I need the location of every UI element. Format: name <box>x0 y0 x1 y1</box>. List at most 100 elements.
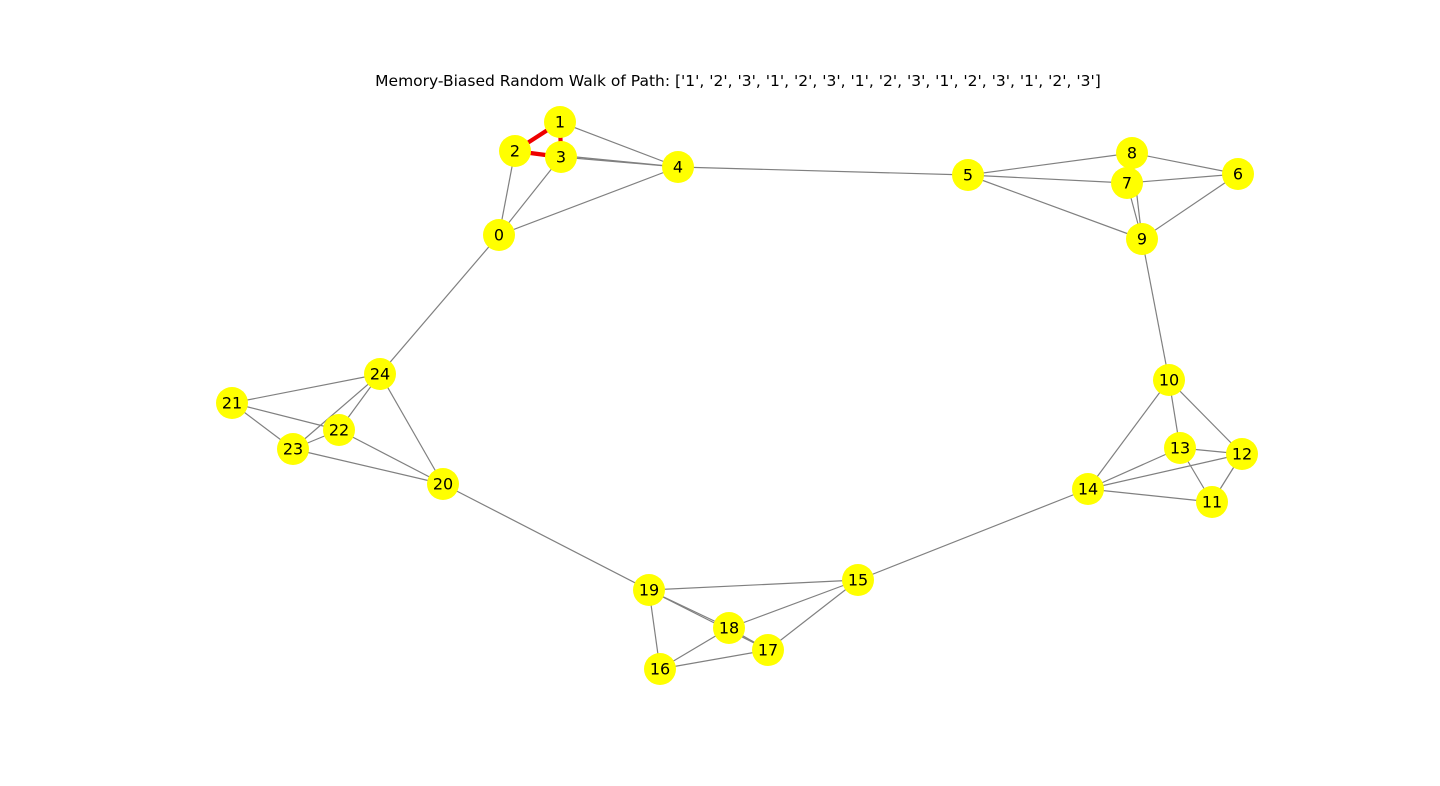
node-9[interactable]: 9 <box>1126 223 1158 255</box>
node-circle <box>842 564 874 596</box>
node-label: 16 <box>650 660 670 679</box>
edge-23-24 <box>292 373 381 450</box>
node-2[interactable]: 2 <box>499 135 531 167</box>
edge-5-7 <box>967 174 1128 184</box>
edge-0-4 <box>498 166 679 236</box>
node-label: 6 <box>1233 165 1243 184</box>
node-label: 4 <box>673 158 683 177</box>
node-label: 13 <box>1170 439 1190 458</box>
node-8[interactable]: 8 <box>1116 137 1148 169</box>
node-0[interactable]: 0 <box>483 219 515 251</box>
node-circle <box>644 653 676 685</box>
node-6[interactable]: 6 <box>1222 158 1254 190</box>
edge-15-19 <box>648 579 859 591</box>
edge-20-22 <box>338 429 444 485</box>
node-label: 20 <box>433 475 453 494</box>
node-circle <box>713 612 745 644</box>
node-10[interactable]: 10 <box>1153 364 1185 396</box>
edge-6-7 <box>1126 173 1239 184</box>
node-23[interactable]: 23 <box>277 433 309 465</box>
node-label: 9 <box>1137 230 1147 249</box>
node-16[interactable]: 16 <box>644 653 676 685</box>
node-18[interactable]: 18 <box>713 612 745 644</box>
node-label: 2 <box>510 142 520 161</box>
edge-3-4 <box>560 156 679 168</box>
node-circle <box>427 468 459 500</box>
node-circle <box>323 414 355 446</box>
node-circle <box>952 159 984 191</box>
node-1[interactable]: 1 <box>544 106 576 138</box>
node-22[interactable]: 22 <box>323 414 355 446</box>
node-circle <box>1226 438 1258 470</box>
edge-14-15 <box>857 488 1089 581</box>
node-label: 1 <box>555 113 565 132</box>
node-label: 22 <box>329 421 349 440</box>
edge-20-23 <box>292 448 444 485</box>
node-label: 21 <box>222 394 242 413</box>
node-label: 5 <box>963 166 973 185</box>
edge-5-9 <box>967 174 1143 240</box>
edge-11-14 <box>1087 488 1213 503</box>
edge-16-17 <box>659 649 769 670</box>
node-24[interactable]: 24 <box>364 358 396 390</box>
node-circle <box>1222 158 1254 190</box>
node-label: 10 <box>1159 371 1179 390</box>
edge-15-18 <box>728 579 859 629</box>
edge-0-24 <box>379 234 500 375</box>
node-circle <box>1072 473 1104 505</box>
node-label: 7 <box>1122 174 1132 193</box>
node-19[interactable]: 19 <box>633 574 665 606</box>
node-20[interactable]: 20 <box>427 468 459 500</box>
edge-10-14 <box>1087 379 1170 490</box>
node-label: 18 <box>719 619 739 638</box>
node-11[interactable]: 11 <box>1196 486 1228 518</box>
edge-1-4 <box>559 121 679 168</box>
node-15[interactable]: 15 <box>842 564 874 596</box>
node-circle <box>364 358 396 390</box>
node-label: 0 <box>494 226 504 245</box>
node-13[interactable]: 13 <box>1164 432 1196 464</box>
edge-0-3 <box>498 156 562 236</box>
node-label: 12 <box>1232 445 1252 464</box>
node-label: 19 <box>639 581 659 600</box>
node-circle <box>483 219 515 251</box>
edge-6-9 <box>1141 173 1239 240</box>
node-5[interactable]: 5 <box>952 159 984 191</box>
edge-5-8 <box>967 152 1133 176</box>
node-circle <box>1111 167 1143 199</box>
node-circle <box>1196 486 1228 518</box>
node-circle <box>752 634 784 666</box>
node-circle <box>1116 137 1148 169</box>
node-label: 3 <box>556 148 566 167</box>
node-17[interactable]: 17 <box>752 634 784 666</box>
node-circle <box>1164 432 1196 464</box>
node-label: 15 <box>848 571 868 590</box>
edge-10-12 <box>1168 379 1243 455</box>
node-12[interactable]: 12 <box>1226 438 1258 470</box>
node-label: 24 <box>370 365 390 384</box>
node-circle <box>662 151 694 183</box>
node-circle <box>1126 223 1158 255</box>
node-21[interactable]: 21 <box>216 387 248 419</box>
edge-6-8 <box>1131 152 1239 175</box>
edge-13-14 <box>1087 447 1181 490</box>
edge-layer <box>231 121 1243 670</box>
node-label: 17 <box>758 641 778 660</box>
node-circle <box>1153 364 1185 396</box>
node-circle <box>544 106 576 138</box>
node-circle <box>216 387 248 419</box>
edge-20-24 <box>379 373 444 485</box>
edge-12-14 <box>1087 453 1243 490</box>
node-label: 14 <box>1078 480 1098 499</box>
edge-15-17 <box>767 579 859 651</box>
node-14[interactable]: 14 <box>1072 473 1104 505</box>
node-7[interactable]: 7 <box>1111 167 1143 199</box>
node-label: 23 <box>283 440 303 459</box>
node-3[interactable]: 3 <box>545 141 577 173</box>
edge-21-24 <box>231 373 381 404</box>
node-4[interactable]: 4 <box>662 151 694 183</box>
node-circle <box>545 141 577 173</box>
node-label: 8 <box>1127 144 1137 163</box>
